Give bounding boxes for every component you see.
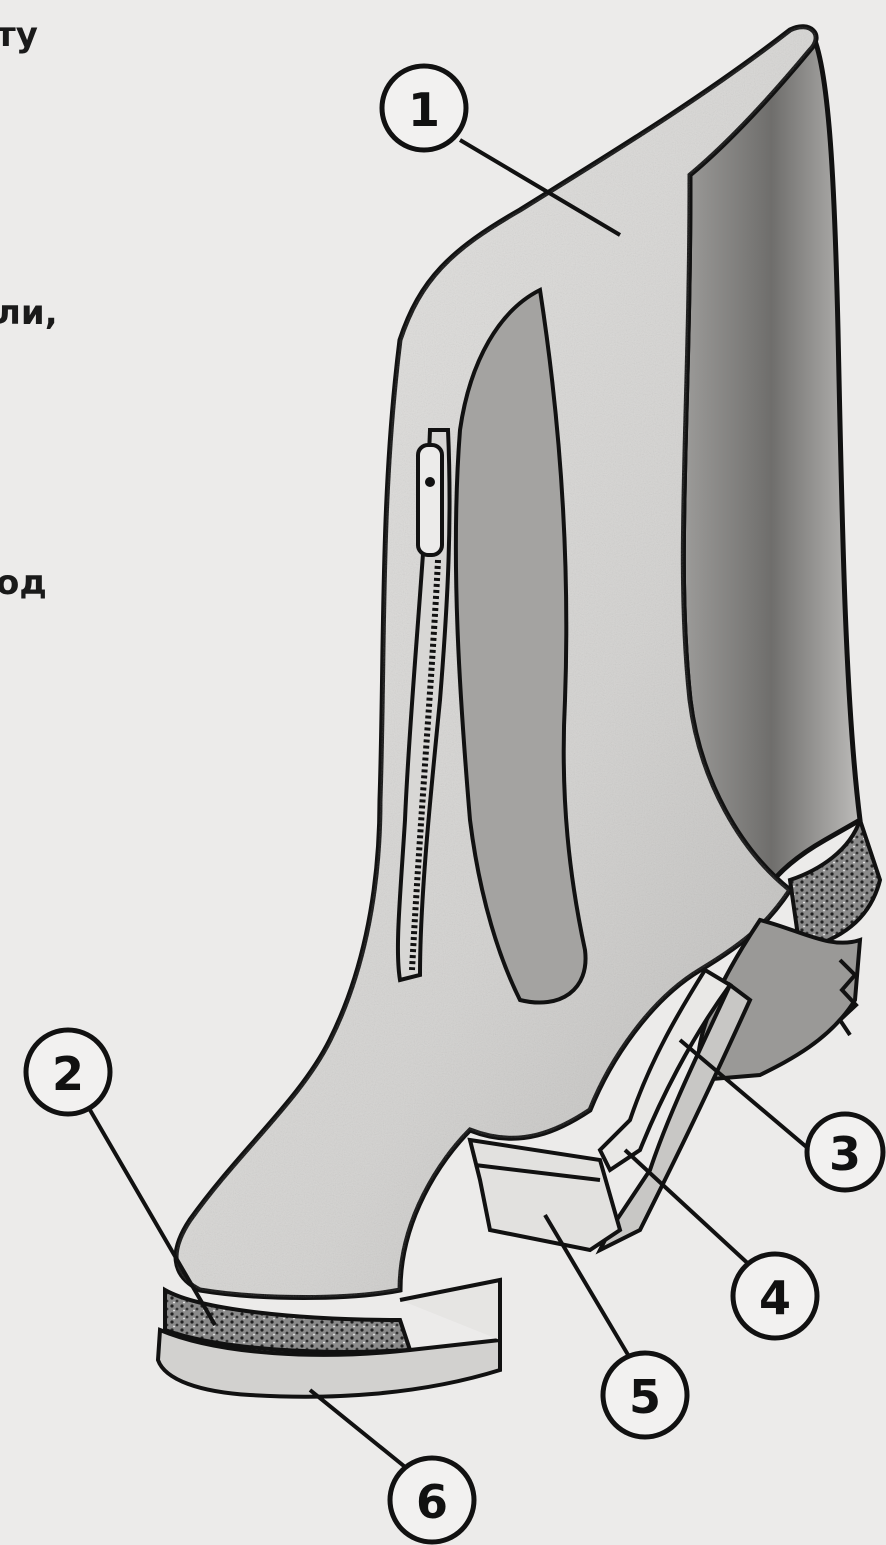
callout-4: 4	[733, 1254, 817, 1338]
zipper-pull-icon	[418, 445, 442, 555]
svg-text:3: 3	[829, 1127, 861, 1181]
callout-6: 6	[390, 1458, 474, 1542]
svg-text:6: 6	[416, 1475, 448, 1529]
callout-3: 3	[807, 1114, 883, 1190]
callout-2: 2	[26, 1030, 110, 1114]
svg-text:4: 4	[759, 1271, 791, 1325]
svg-text:2: 2	[52, 1047, 84, 1101]
callout-5: 5	[603, 1353, 687, 1437]
insole-block	[470, 1140, 620, 1250]
svg-text:1: 1	[408, 83, 440, 137]
callout-1: 1	[382, 66, 466, 150]
svg-text:5: 5	[629, 1370, 661, 1424]
